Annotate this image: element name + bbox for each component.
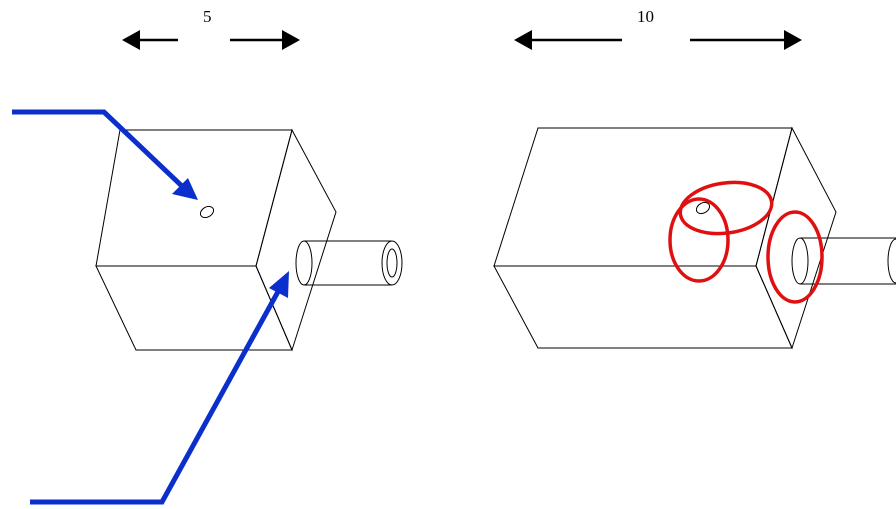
pointer-arrow-shaft-head (269, 271, 289, 298)
pointer-arrow-shaft (30, 271, 289, 505)
highlight-ellipse-horizontal (678, 180, 774, 236)
pointer-arrow-shaft-line (30, 286, 283, 505)
highlight-group (668, 180, 824, 304)
arrowhead-right (282, 30, 300, 50)
right-cube-hole (695, 201, 711, 215)
arrowhead-left (122, 30, 140, 50)
arrowhead-left (514, 30, 532, 50)
highlight-ellipse-vertical (668, 197, 730, 283)
dimension-arrow-right (514, 30, 802, 50)
arrowhead-right (784, 30, 802, 50)
pointer-arrow-hole-head (172, 178, 198, 200)
left-shaft-far-end (381, 240, 403, 286)
right-cube-side-face (755, 126, 837, 350)
dimension-label-right: 10 (637, 7, 654, 26)
dimension-arrow-left (122, 30, 300, 50)
left-cube-front-bottom-face (95, 265, 293, 351)
right-cube-front-top-face (493, 127, 793, 267)
right-shaft-far-end (887, 238, 896, 284)
left-cube-hole (199, 205, 215, 219)
pointer-arrow-hole-line (12, 109, 186, 190)
right-shaft (791, 237, 896, 285)
highlight-ellipse-shaft (766, 210, 824, 304)
left-shaft-far-end-inner (386, 248, 398, 278)
left-cube-assembly (95, 128, 403, 352)
left-shaft (295, 240, 403, 286)
right-shaft-near-end (791, 237, 809, 285)
dimension-label-left: 5 (203, 7, 212, 26)
right-cube-front-bottom-face (493, 265, 793, 349)
right-cube-assembly (493, 126, 896, 350)
left-shaft-near-end (295, 240, 313, 286)
left-cube-side-face (255, 128, 337, 352)
pointer-arrow-hole (12, 109, 198, 200)
